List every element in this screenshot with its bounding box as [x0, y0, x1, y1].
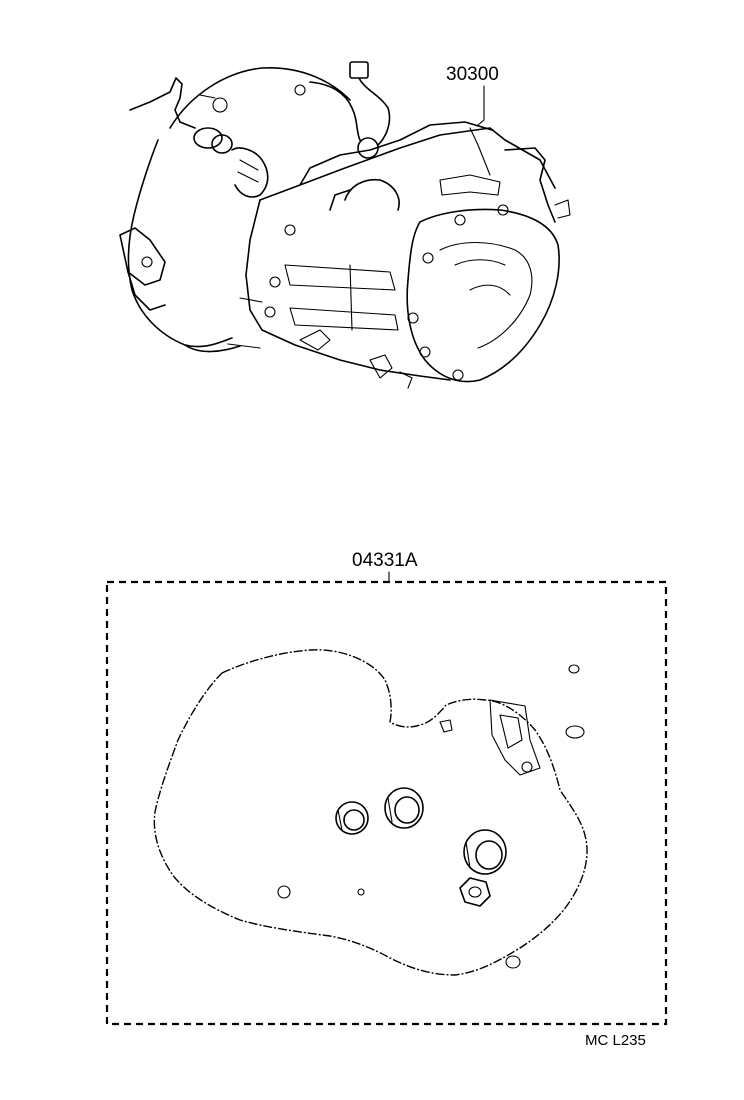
- case-gasket: [153, 649, 588, 976]
- washer-small: [357, 888, 365, 896]
- oil-seal-large: [463, 829, 507, 875]
- oil-seal-medium: [384, 787, 424, 829]
- oil-seal-small: [335, 801, 369, 835]
- small-plug: [568, 664, 580, 674]
- gasket-kit-part-number: 04331A: [352, 550, 418, 571]
- gasket-kit-boundary: [105, 580, 668, 1026]
- transaxle-leader-line: [477, 85, 485, 126]
- plug-bottom: [505, 955, 521, 969]
- transaxle-part-number: 30300: [446, 64, 499, 85]
- breather-seal: [439, 719, 453, 733]
- drain-plug: [459, 877, 491, 907]
- transaxle-assembly-drawing: [119, 61, 571, 389]
- o-ring: [565, 725, 585, 739]
- washer-left: [277, 885, 291, 899]
- illustration-code: MC L235: [585, 1032, 646, 1049]
- gasket-kit-contents: [153, 649, 588, 976]
- cover-gasket: [489, 699, 541, 776]
